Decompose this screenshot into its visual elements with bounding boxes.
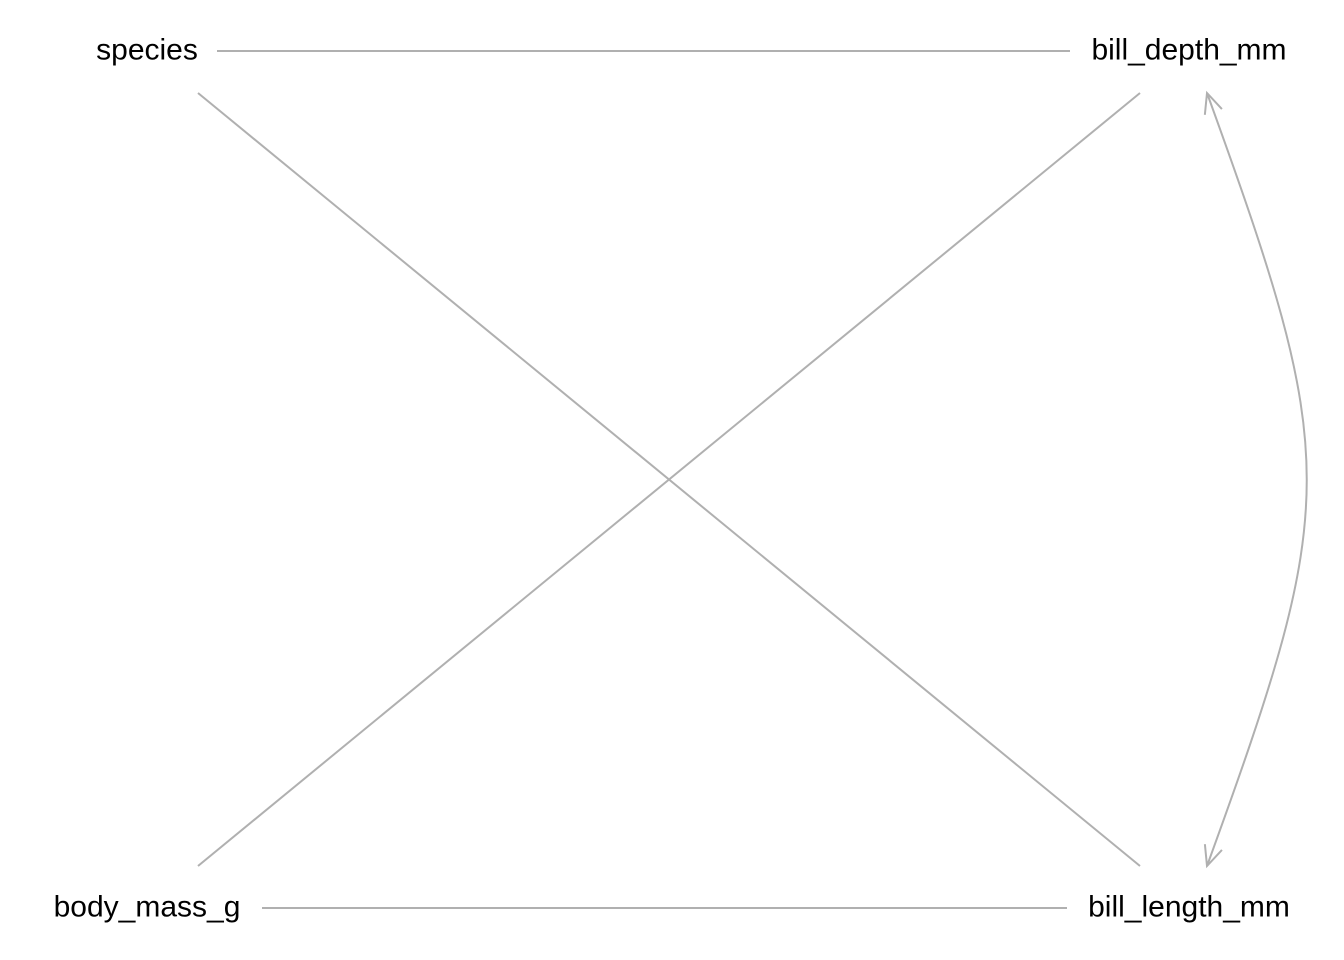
node-bill-depth-mm: bill_depth_mm [1091,34,1286,67]
arrowhead-bill-depth-mm [1203,90,1223,115]
arrowhead-bill-length-mm [1203,844,1223,869]
edge-bill-depth-mm-to-bill-length-mm [1206,92,1308,867]
node-body-mass-g: body_mass_g [54,891,241,924]
node-species: species [96,34,198,67]
edges [197,50,1308,909]
node-bill-length-mm: bill_length_mm [1088,891,1290,924]
edge-body-mass-g-to-bill-depth-mm [197,92,1141,867]
